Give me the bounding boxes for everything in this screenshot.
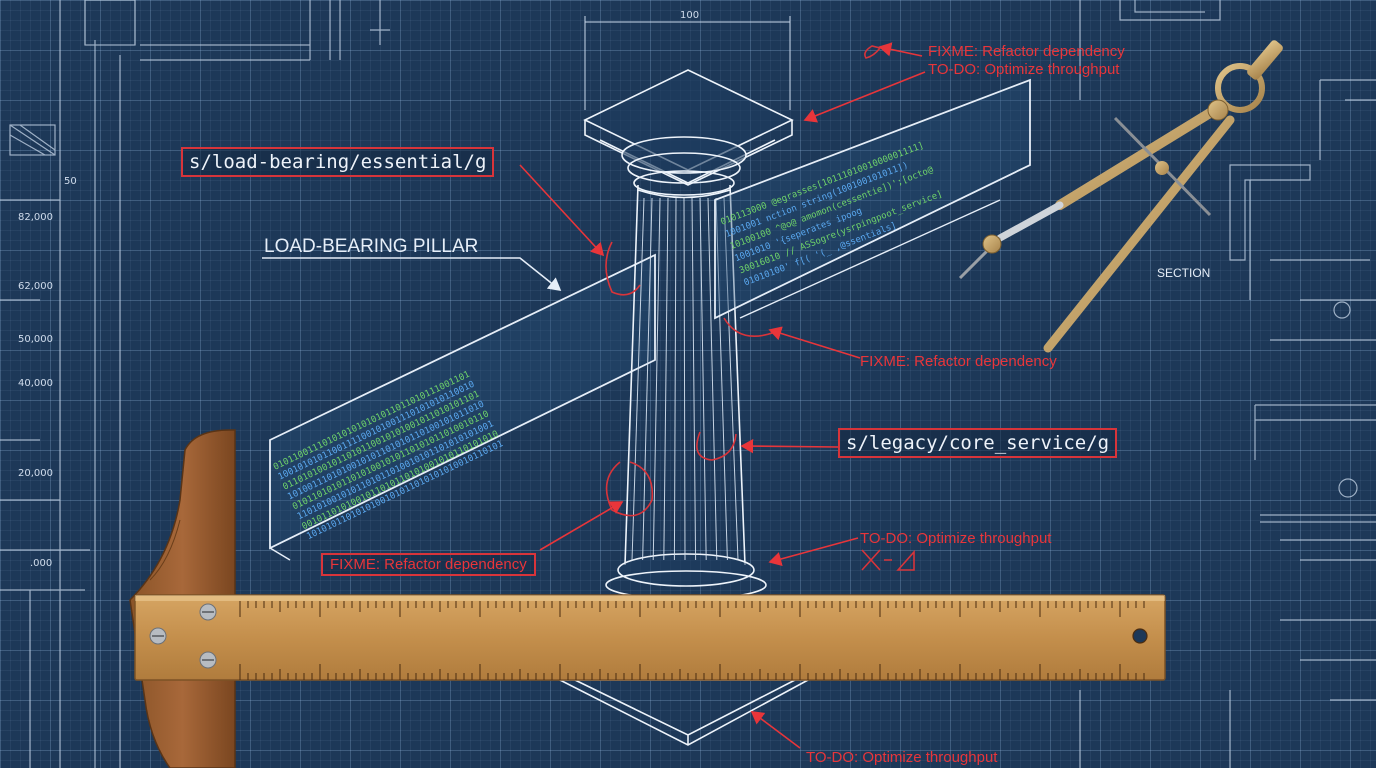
todo-note-right: TO-DO: Optimize throughput: [860, 530, 1052, 547]
pillar: [583, 69, 794, 600]
screw-icons: [149, 603, 217, 669]
todo-note-top: TO-DO: Optimize throughput: [928, 61, 1120, 78]
pillar-flute: [691, 197, 697, 561]
sed-command-right: s/legacy/core_service/g: [838, 428, 1118, 458]
pillar-flute: [715, 197, 728, 561]
left-beam: [269, 253, 656, 561]
dimension-left: 50: [64, 176, 77, 187]
pillar-flute: [642, 197, 653, 561]
axis-value: 82,000: [18, 212, 53, 223]
pillar-flutes: [631, 197, 739, 561]
pillar-label: LOAD-BEARING PILLAR: [264, 236, 479, 257]
drafting-compass-icon: [958, 40, 1283, 353]
fixme-note-mid: FIXME: Refactor dependency: [860, 353, 1057, 370]
pillar-label-leader: [262, 257, 562, 291]
pillar-flute: [663, 197, 669, 561]
ruler: [134, 594, 1166, 681]
pillar-plinth: [559, 679, 809, 746]
pillar-flute: [707, 197, 718, 561]
pillar-flute: [699, 197, 707, 561]
dimension-top: 100: [680, 10, 700, 21]
axis-value: 50,000: [18, 334, 53, 345]
todo-note-bottom: TO-DO: Optimize throughput: [806, 749, 998, 766]
axis-value: 62,000: [18, 281, 53, 292]
top-dimension-line: [584, 16, 791, 110]
sed-command-top: s/load-bearing/essential/g: [181, 147, 495, 177]
axis-value: 40,000: [18, 378, 53, 389]
pillar-flute: [683, 197, 686, 561]
section-label: SECTION: [1157, 266, 1211, 280]
right-beam: [714, 78, 1031, 320]
fixme-note-top: FIXME: Refactor dependency: [928, 43, 1125, 60]
annotation-arrows: [519, 42, 926, 749]
pillar-flute: [673, 197, 677, 561]
pillar-flute: [631, 197, 645, 561]
fixme-note-left: FIXME: Refactor dependency: [321, 553, 536, 576]
axis-value: 20,000: [18, 468, 53, 479]
pillar-flute: [723, 197, 739, 561]
pillar-flute: [652, 197, 661, 561]
axis-value: .000: [30, 558, 53, 569]
